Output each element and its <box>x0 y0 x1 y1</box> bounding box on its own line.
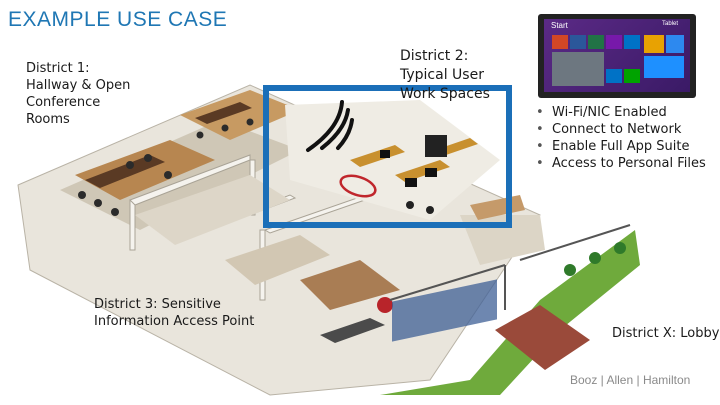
brand-logo-text: Booz | Allen | Hamilton <box>570 373 691 387</box>
district-2-highlight-box <box>263 85 512 228</box>
page-title: EXAMPLE USE CASE <box>8 8 228 31</box>
app-tile-icon <box>570 35 586 49</box>
plants <box>564 242 626 276</box>
app-tile-icon <box>624 35 640 49</box>
tablet-device: Start Tablet <box>538 14 696 98</box>
app-tile-icon <box>588 35 604 49</box>
hallway-floor <box>60 120 300 230</box>
lounge-floor <box>300 260 400 310</box>
app-tile-icon <box>624 69 640 83</box>
tablet-start-screen: Start Tablet <box>544 19 690 92</box>
feature-item: Connect to Network <box>536 121 706 138</box>
app-tile-icon <box>644 56 684 78</box>
device-highlight-marker <box>339 174 377 198</box>
district-1-label: District 1: Hallway & Open Conference Ro… <box>26 61 131 127</box>
wall-monitor <box>425 135 447 157</box>
tablet-start-label: Start <box>551 21 568 30</box>
lawn <box>380 230 640 395</box>
wifi-signal-icon <box>306 100 354 152</box>
app-tile-icon <box>606 35 622 49</box>
district-2-label: District 2: Typical User Work Spaces <box>400 48 490 102</box>
conference-floor-2 <box>180 90 300 140</box>
app-tile-icon <box>644 35 664 53</box>
desktop-tile <box>552 52 604 86</box>
district-3-label: District 3: Sensitive Information Access… <box>94 297 255 329</box>
app-tile-icon <box>606 69 622 83</box>
red-chair <box>377 297 393 313</box>
app-tile-icon <box>552 35 568 49</box>
fence <box>389 224 631 310</box>
feature-item: Enable Full App Suite <box>536 138 706 155</box>
district-x-label: District X: Lobby & Exterior <box>612 326 720 341</box>
couch <box>320 318 385 343</box>
workstations <box>350 135 478 214</box>
app-tile-icon <box>666 35 684 53</box>
brick-walkway <box>495 305 590 370</box>
conference-table-1 <box>85 155 165 188</box>
conference-table-2 <box>195 102 252 124</box>
glass-facade <box>392 279 497 342</box>
feature-list: Wi-Fi/NIC Enabled Connect to Network Ena… <box>536 104 706 172</box>
office-floor <box>225 235 330 285</box>
chairs <box>78 118 254 216</box>
feature-item: Access to Personal Files <box>536 155 706 172</box>
feature-item: Wi-Fi/NIC Enabled <box>536 104 706 121</box>
district-3-room-floor <box>135 175 290 245</box>
tablet-user-label: Tablet <box>661 21 678 27</box>
